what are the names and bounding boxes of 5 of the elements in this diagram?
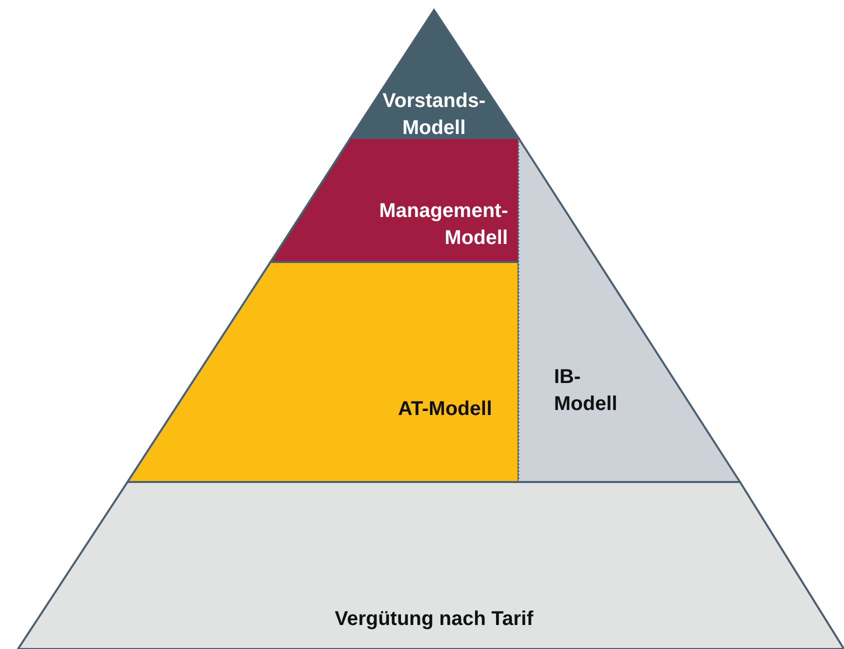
- tier-label: Management-Modell: [378, 199, 508, 251]
- tier-label: AT-Modell: [396, 397, 492, 422]
- tier-label: Vorstands-Modell: [382, 89, 486, 141]
- tier-label: Vergütung nach Tarif: [334, 607, 534, 632]
- tier-label: IB-Modell: [554, 365, 614, 417]
